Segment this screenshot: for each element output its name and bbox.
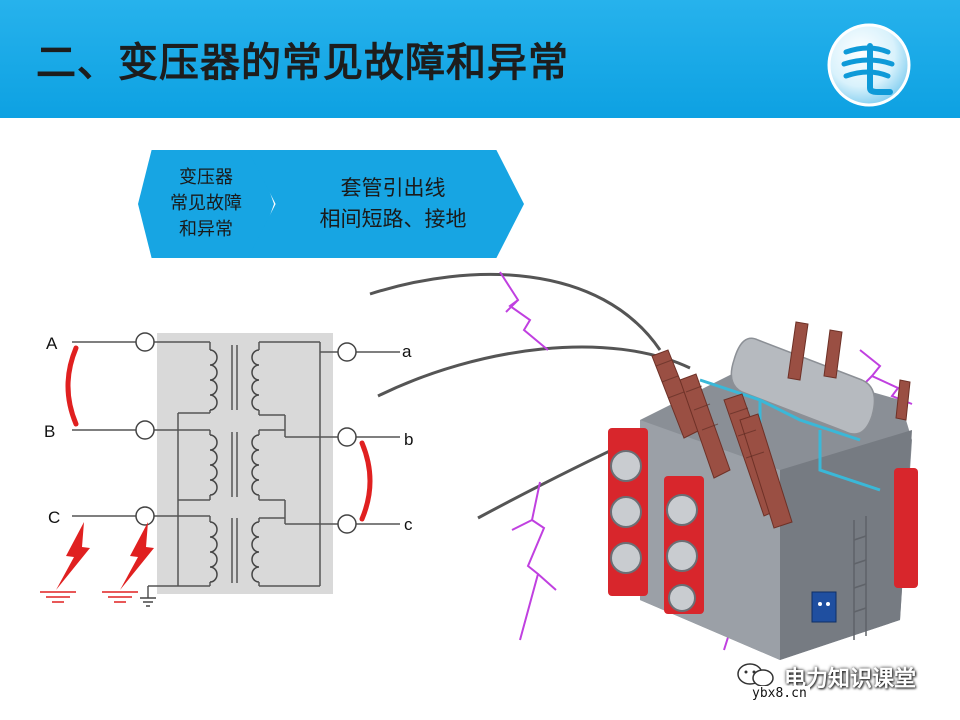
terminal-label-c: c: [404, 515, 413, 534]
short-circuit-arc-bc: [359, 440, 373, 522]
secondary-wiring: [258, 341, 400, 587]
transformer-core-box: [157, 333, 333, 594]
terminal-label-b: b: [404, 430, 413, 449]
primary-wiring: [72, 341, 211, 598]
secondary-coils: [251, 349, 260, 583]
company-logo-icon: [827, 23, 911, 107]
terminal-label-a: a: [402, 342, 412, 361]
ground-fault-bolt-icon: [120, 522, 154, 590]
fault-type-tag: 套管引出线 相间短路、接地: [248, 150, 524, 258]
fault-type-line-1: 套管引出线: [340, 176, 446, 200]
fault-type-line-2: 相间短路、接地: [319, 207, 467, 231]
transformer-diagram: A B C a b c: [40, 271, 918, 660]
category-line-1: 变压器: [179, 167, 233, 188]
ground-symbol-icon: [40, 591, 138, 603]
terminal-label-A: A: [46, 334, 58, 353]
terminal-label-B: B: [44, 422, 55, 441]
core-lines: [231, 345, 238, 583]
terminal-circles: [135, 332, 357, 534]
power-transformer-illustration: [608, 321, 918, 660]
neutral-ground-icon: [140, 597, 156, 607]
short-circuit-arc-AB: [65, 345, 79, 427]
terminal-label-C: C: [48, 508, 60, 527]
category-line-2: 常见故障: [170, 193, 242, 214]
ground-fault-bolt-icon: [56, 522, 90, 590]
watermark-site: ybx8.cn: [749, 686, 810, 701]
category-line-3: 和异常: [179, 219, 233, 240]
category-tag: 变压器 常见故障 和异常: [138, 150, 274, 258]
page-title: 二、变压器的常见故障和异常: [36, 40, 569, 86]
header-bar: [0, 0, 960, 118]
primary-coils: [209, 349, 218, 583]
wechat-icon: [737, 663, 774, 687]
